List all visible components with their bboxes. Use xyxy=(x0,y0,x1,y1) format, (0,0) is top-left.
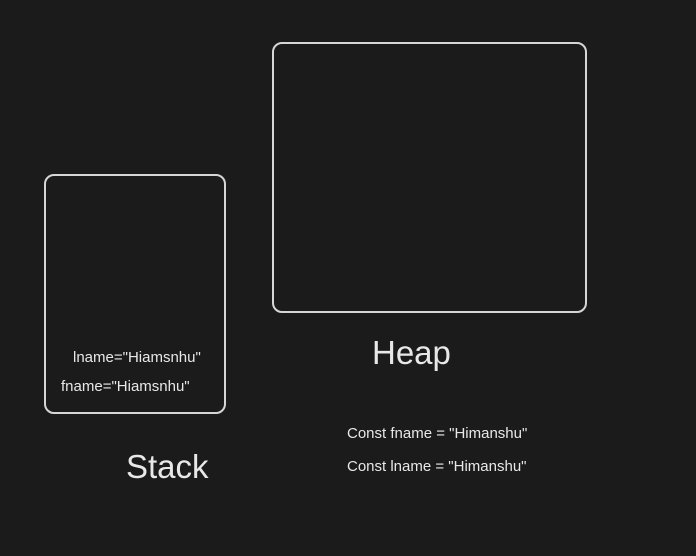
heap-label: Heap xyxy=(372,334,451,371)
stack-label: Stack xyxy=(126,448,209,485)
stack-memory-box xyxy=(44,174,226,414)
code-line-lname: Const lname = "Himanshu" xyxy=(347,458,527,475)
heap-memory-box xyxy=(272,42,587,313)
stack-entry-fname: fname="Hiamsnhu" xyxy=(61,378,190,395)
code-line-fname: Const fname = "Himanshu" xyxy=(347,425,528,442)
stack-entry-lname: lname="Hiamsnhu" xyxy=(73,349,201,366)
